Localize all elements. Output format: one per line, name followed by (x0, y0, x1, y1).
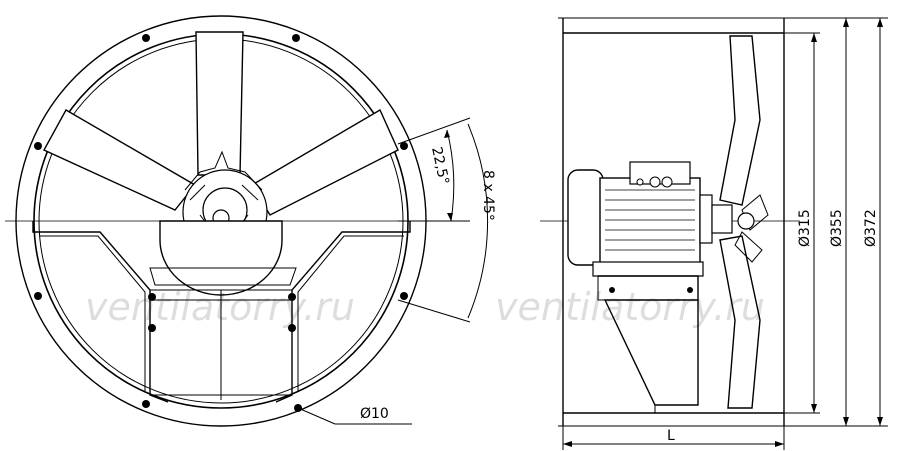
side-view: Ø315 Ø355 Ø372 L (540, 17, 888, 450)
motor-end-cap (567, 169, 604, 266)
bracket-edge (597, 276, 605, 301)
bolt-hole (142, 400, 150, 408)
frame-right-arm-inner (297, 235, 404, 392)
bolt-hole (148, 293, 156, 301)
front-view: 22,5° 8 x 45° Ø10 (5, 15, 496, 427)
frame-left-arm (32, 221, 169, 403)
bolt-hole (288, 324, 296, 332)
length-label: L (667, 428, 675, 444)
cable-gland-icon (661, 176, 673, 188)
impeller-blade-top (719, 35, 761, 206)
bolt-hole (148, 324, 156, 332)
bolt-holes (34, 34, 408, 412)
hole-leader-line (297, 407, 336, 425)
angle-ext-line-bottom (397, 299, 471, 323)
impeller-nut (737, 212, 755, 230)
screw-icon (636, 178, 644, 186)
dia-372-label: Ø372 (863, 209, 879, 247)
frame-left-arm-inner (40, 235, 146, 392)
cable-gland-icon (649, 176, 661, 188)
bolt-hole (288, 293, 296, 301)
bolt-hole (142, 34, 150, 42)
motor-body (599, 177, 701, 264)
dia-355-label: Ø355 (829, 209, 845, 247)
dia-315-label: Ø315 (797, 209, 813, 247)
motor-shaft (711, 204, 733, 234)
angle-small-label: 22,5° (428, 146, 452, 187)
bolt-hole (34, 142, 42, 150)
angle-ext-line-top (397, 117, 471, 145)
hole-diameter-label: Ø10 (360, 406, 389, 422)
motor-base (149, 267, 297, 286)
bolt-hole (400, 292, 408, 300)
blade-top (195, 31, 244, 176)
motor-foot (592, 261, 704, 277)
angle-arc-large (467, 123, 489, 319)
impeller-hub-lower (734, 231, 763, 263)
bolt-hole (400, 142, 408, 150)
arrow-head (444, 130, 450, 138)
arrow-head (447, 213, 453, 221)
motor-cooling-fins (605, 189, 695, 251)
hub-fins (184, 150, 263, 191)
bracket-bolt (687, 287, 693, 293)
motor-flange (699, 194, 713, 244)
bracket-bolt (609, 287, 615, 293)
motor-housing (159, 220, 283, 296)
bolt-hole (292, 34, 300, 42)
watermark-right: ventilatorry.ru (495, 285, 765, 329)
blade-right (251, 109, 399, 216)
watermark-left: ventilatorry.ru (85, 285, 355, 329)
hub-details (189, 184, 259, 229)
blade-left (43, 109, 197, 211)
angle-holes-label: 8 x 45° (480, 170, 496, 221)
bolt-hole (34, 292, 42, 300)
impeller-blade-bottom (719, 235, 761, 409)
frame-right-arm (275, 221, 411, 403)
